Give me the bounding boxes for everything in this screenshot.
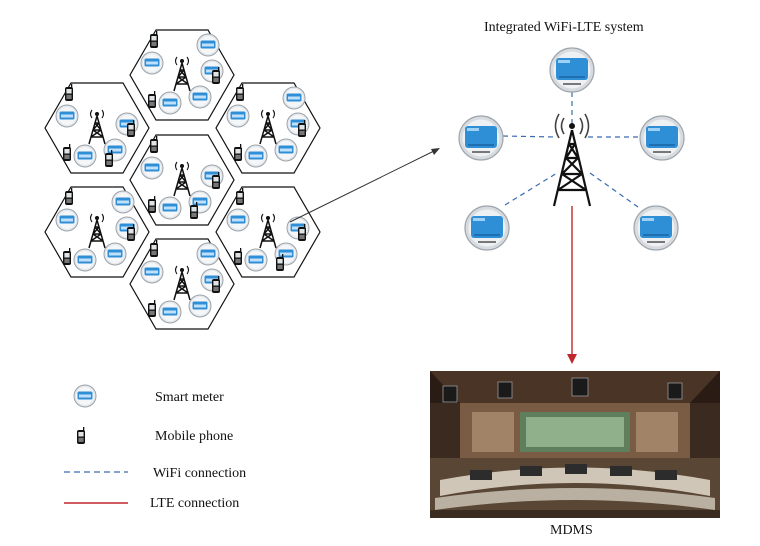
cell-grid bbox=[44, 29, 321, 330]
cell-tower-icon bbox=[88, 213, 106, 249]
cell-tower-icon bbox=[173, 265, 191, 301]
legend-smart-meter-label: Smart meter bbox=[155, 390, 224, 405]
legend-smart-meter-icon bbox=[73, 384, 97, 408]
smart-meter-icon bbox=[549, 47, 595, 93]
smart-meter-icon bbox=[103, 242, 127, 266]
smart-meter-icon bbox=[55, 208, 79, 232]
smart-meter-icon bbox=[73, 144, 97, 168]
zoom-arrow bbox=[289, 149, 437, 223]
smart-meter-icon bbox=[639, 115, 685, 161]
smart-meter-icon bbox=[226, 104, 250, 128]
hex-cell bbox=[44, 186, 150, 278]
hex-cell bbox=[215, 186, 321, 278]
smart-meter-icon bbox=[196, 33, 220, 57]
smart-meter-icon bbox=[73, 248, 97, 272]
mobile-phone-icon bbox=[148, 196, 156, 213]
legend-mobile-phone-icon bbox=[77, 427, 85, 444]
wifi-links bbox=[502, 92, 640, 208]
smart-meter-icon bbox=[140, 51, 164, 75]
mobile-phone-icon bbox=[63, 248, 71, 265]
cell-contents bbox=[55, 31, 310, 324]
mobile-phone-icon bbox=[234, 248, 242, 265]
cell-tower-icon bbox=[88, 109, 106, 145]
smart-meter-icon bbox=[226, 208, 250, 232]
smart-meter-icon bbox=[274, 138, 298, 162]
hex-cell bbox=[129, 134, 235, 226]
smart-meter-icon bbox=[140, 156, 164, 180]
smart-meter-icon bbox=[196, 242, 220, 266]
mobile-phone-icon bbox=[234, 144, 242, 161]
legend-lte-label: LTE connection bbox=[150, 496, 240, 511]
smart-meter-icon bbox=[282, 86, 306, 110]
smart-meter-icon bbox=[633, 205, 679, 251]
smart-meter-icon bbox=[188, 294, 212, 318]
hex-cell bbox=[129, 29, 235, 121]
hex-cell bbox=[129, 238, 235, 330]
mdms-label: MDMS bbox=[550, 523, 593, 538]
legend-mobile-phone-label: Mobile phone bbox=[155, 429, 234, 444]
smart-meter-icon bbox=[55, 104, 79, 128]
smart-meter-icon bbox=[140, 260, 164, 284]
smart-meter-icon bbox=[158, 300, 182, 324]
mobile-phone-icon bbox=[148, 300, 156, 317]
cell-tower-icon bbox=[173, 161, 191, 197]
central-lte-tower-icon bbox=[552, 112, 592, 208]
smart-meter-icon bbox=[188, 85, 212, 109]
mobile-phone-icon bbox=[148, 91, 156, 108]
cell-tower-icon bbox=[259, 213, 277, 249]
cell-tower-icon bbox=[259, 109, 277, 145]
smart-meter-icon bbox=[111, 190, 135, 214]
smart-meter-icon bbox=[458, 115, 504, 161]
smart-meter-icon bbox=[244, 248, 268, 272]
system-title: Integrated WiFi-LTE system bbox=[484, 20, 644, 35]
legend-wifi-label: WiFi connection bbox=[153, 466, 247, 481]
lte-link-arrowhead bbox=[567, 354, 577, 364]
hex-cell bbox=[215, 82, 321, 174]
zoom-arrow-head bbox=[431, 148, 440, 155]
smart-meter-icon bbox=[244, 144, 268, 168]
smart-meter-icon bbox=[158, 196, 182, 220]
hex-cell bbox=[44, 82, 150, 174]
cell-tower-icon bbox=[173, 56, 191, 92]
smart-meter-icon bbox=[464, 205, 510, 251]
mobile-phone-icon bbox=[63, 144, 71, 161]
smart-meter-icon bbox=[158, 91, 182, 115]
mdms-control-room-image bbox=[430, 371, 720, 518]
